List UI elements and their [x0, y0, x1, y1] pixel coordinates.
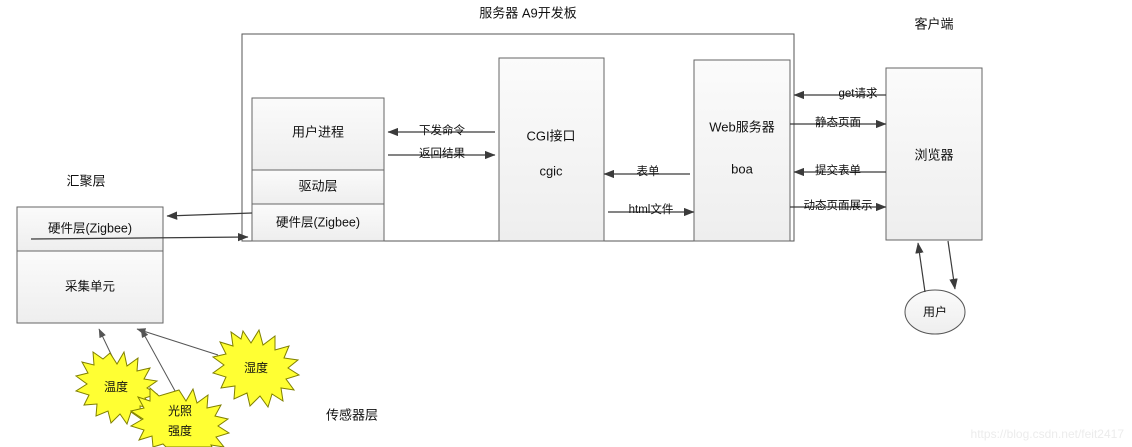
sensor-star-temperature-label: 温度 [104, 379, 128, 394]
aggregation-collect-label: 采集单元 [65, 278, 115, 293]
arrow-aggregation-to-server [30, 232, 249, 242]
sensor-star-humidity-label: 湿度 [244, 360, 268, 375]
cgi-interface-subtitle: cgic [539, 163, 563, 178]
user-oval[interactable] [904, 289, 966, 335]
user-oval-label: 用户 [923, 304, 947, 319]
web-server-box[interactable] [693, 59, 791, 242]
web-server-subtitle: boa [731, 161, 753, 176]
browser-box[interactable] [885, 67, 983, 241]
web-server-title: Web服务器 [709, 119, 775, 134]
arrow-label-submit-form: 提交表单 [815, 163, 861, 177]
cgi-interface-box[interactable] [498, 57, 605, 242]
cgi-interface-title: CGI接口 [526, 128, 575, 143]
arrow-label-html-file: html文件 [629, 202, 674, 216]
arrow-label-result-back: 返回结果 [419, 147, 465, 160]
sensor-section-title: 传感器层 [326, 407, 378, 422]
server-user-process-label: 用户进程 [292, 124, 344, 139]
browser-label: 浏览器 [914, 147, 953, 162]
arrow-label-form: 表单 [637, 164, 660, 178]
sensor-star-humidity[interactable]: 湿度 [211, 328, 301, 409]
arrow-label-static-page: 静态页面 [815, 115, 861, 129]
aggregation-collect-box[interactable] [16, 250, 164, 324]
arrow-light-to-collect [140, 328, 181, 401]
sensor-star-light-label-line2: 强度 [168, 423, 192, 438]
arrow-server-to-aggregation [166, 211, 253, 220]
sensor-star-light-label-line1: 光照 [168, 404, 192, 418]
sensor-star-temperature[interactable]: 温度 [74, 350, 159, 426]
server-hardware-layer-label: 硬件层(Zigbee) [276, 215, 360, 229]
client-section-title: 客户端 [914, 16, 953, 31]
arrow-label-get-request: get请求 [839, 87, 878, 100]
server-driver-layer-label: 驱动层 [298, 178, 337, 193]
arrow-browser-to-user [947, 240, 958, 290]
arrow-humidity-to-collect [136, 328, 219, 356]
server-user-process-box[interactable] [251, 97, 385, 171]
aggregation-hardware-box[interactable] [16, 206, 164, 252]
watermark-text: https://blog.csdn.net/feit2417 [970, 427, 1124, 441]
server-hardware-layer-box[interactable] [251, 203, 385, 242]
aggregation-section-title: 汇聚层 [66, 173, 105, 188]
sensor-star-light[interactable]: 光照 强度 [129, 386, 231, 447]
arrow-label-dynamic-page: 动态页面展示 [804, 199, 873, 212]
arrow-label-cmd-down: 下发命令 [419, 123, 465, 137]
aggregation-hardware-label: 硬件层(Zigbee) [48, 221, 132, 235]
arrow-user-to-browser [915, 242, 926, 293]
server-section-title: 服务器 A9开发板 [479, 5, 577, 20]
